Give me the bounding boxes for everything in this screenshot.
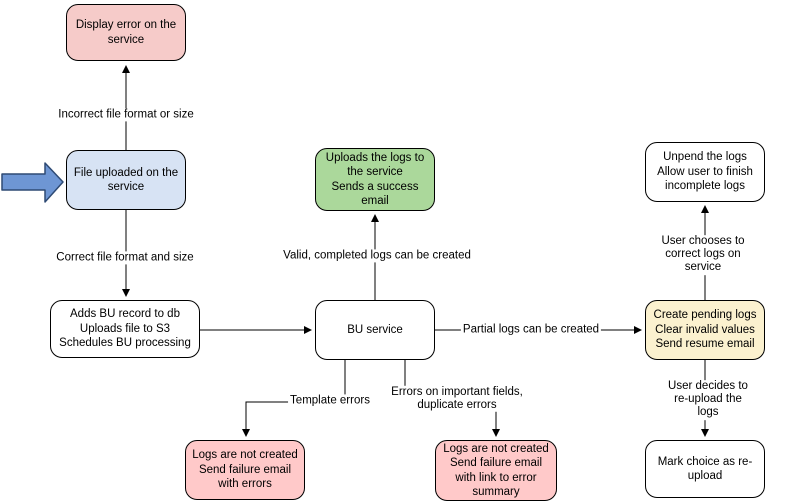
node-unpend-logs[interactable]: Unpend the logs Allow user to finish inc…: [645, 142, 765, 202]
node-logs-not-created-failure-errors[interactable]: Logs are not created Send failure email …: [185, 440, 305, 500]
node-mark-choice-reupload[interactable]: Mark choice as re- upload: [645, 440, 765, 498]
input-pointer-arrow-icon: [1, 162, 64, 203]
edge-label-valid-completed-logs: Valid, completed logs can be created: [281, 249, 473, 263]
node-uploads-logs-success-email[interactable]: Uploads the logs to the service Sends a …: [315, 148, 435, 211]
node-adds-bu-record[interactable]: Adds BU record to db Uploads file to S3 …: [50, 300, 200, 358]
edge-label-important-field-errors: Errors on important fields, duplicate er…: [389, 385, 525, 413]
node-file-uploaded-on-service[interactable]: File uploaded on the service: [66, 150, 186, 210]
edge-label-template-errors: Template errors: [288, 394, 372, 408]
node-display-error-on-service[interactable]: Display error on the service: [66, 4, 186, 61]
edge-label-user-chooses-correct: User chooses to correct logs on service: [654, 235, 752, 275]
edge-label-correct-file-format: Correct file format and size: [54, 251, 196, 265]
node-create-pending-logs[interactable]: Create pending logs Clear invalid values…: [645, 300, 765, 360]
node-bu-service[interactable]: BU service: [315, 300, 435, 360]
edge-label-user-decides-reupload: User decides to re-upload the logs: [661, 380, 755, 420]
edge-label-partial-logs: Partial logs can be created: [460, 323, 602, 337]
node-logs-not-created-failure-summary[interactable]: Logs are not created Send failure email …: [435, 440, 557, 501]
edge-label-incorrect-file-format: Incorrect file format or size: [56, 108, 196, 122]
